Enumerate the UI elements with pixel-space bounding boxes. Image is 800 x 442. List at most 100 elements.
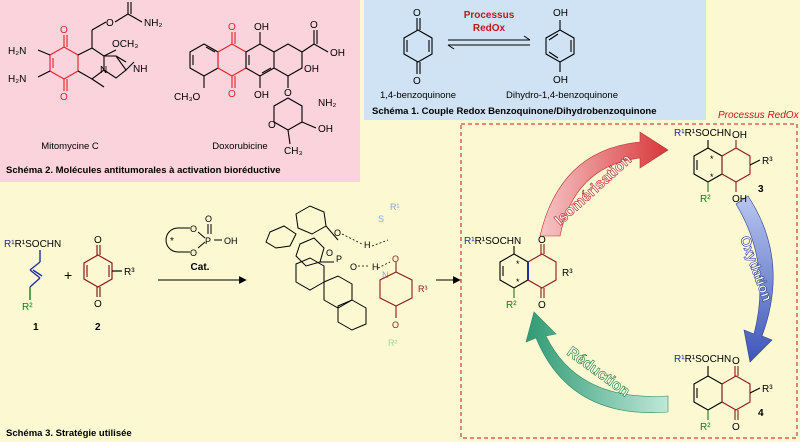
ts-o3: O	[350, 262, 357, 272]
schema3-caption: Schéma 3. Stratégie utilisée	[6, 428, 132, 439]
dox-ch3: CH₃	[284, 146, 303, 157]
hq-bottom-oh: OH	[553, 75, 568, 86]
cycle-bottom-label: R¹R¹SOCHN	[674, 354, 731, 365]
reagent2-r3: R³	[124, 267, 135, 278]
cycle-top-label: R¹R¹SOCHN	[674, 128, 731, 139]
hq-top-oh: OH	[553, 8, 568, 19]
catalyst-o1: O	[190, 224, 197, 234]
dox-oh-4: OH	[330, 48, 345, 59]
cycle-top-structure	[693, 140, 761, 192]
mitomycin-name: Mitomycine C	[41, 141, 99, 152]
dox-name: Doxorubicine	[212, 141, 267, 152]
cycle-bottom-number: 4	[758, 408, 764, 419]
catalyst-label: Cat.	[191, 262, 210, 273]
dox-o-ring: O	[268, 120, 276, 131]
cycle-bottom-structure	[693, 366, 761, 420]
mitomycin-n: N	[100, 65, 107, 76]
cycle-bottom-o-bottom: O	[732, 422, 740, 433]
cycle-left-star-2: *	[516, 277, 520, 287]
ts-r1: R¹	[390, 202, 400, 212]
cycle-top-number: 3	[758, 184, 764, 195]
reagent1-r2: R²	[22, 302, 33, 313]
dox-oh-2: OH	[254, 90, 269, 101]
dox-nh2: NH₂	[318, 98, 336, 109]
cycle-left-star-1: *	[516, 259, 520, 269]
mitomycin-och3: OCH₃	[112, 39, 138, 50]
ts-s: S	[378, 214, 384, 224]
cycle-title: Processus RedOx	[718, 110, 800, 121]
cycle-top-oh-2: OH	[732, 194, 747, 205]
dox-o-ketone: O	[310, 20, 318, 31]
catalyst-oh: OH	[224, 236, 238, 246]
ts-n: N	[382, 270, 389, 280]
ts-o4: O	[392, 254, 399, 264]
dox-ch3o: CH₃O	[174, 92, 201, 103]
mitomycin-o-top: O	[60, 25, 68, 36]
cycle-left-label: R¹R¹SOCHN	[464, 236, 521, 247]
schema1-benzoquinone	[403, 18, 433, 74]
mitomycin-nh: NH	[133, 64, 147, 75]
schema1-left-name: 1,4-benzoquinone	[380, 90, 456, 101]
bq-bottom-o: O	[413, 76, 421, 87]
cycle-top-oh-1: OH	[732, 130, 747, 141]
ts-h1: H	[364, 240, 371, 250]
reagent1-label: R¹R¹SOCHN	[4, 239, 61, 250]
schema1-process-label-1: Processus	[464, 10, 515, 21]
reagent2-structure	[83, 245, 122, 297]
schema1-caption: Schéma 1. Couple Redox Benzoquinone/Dihy…	[372, 106, 657, 117]
mitomycin-h2n-bottom: H₂N	[8, 74, 26, 85]
mitomycin-ether-o: O	[106, 18, 114, 29]
cycle-top-star-1: *	[710, 154, 714, 164]
mitomycin-h2n-top: H₂N	[8, 46, 26, 57]
ts-o5: O	[392, 320, 399, 330]
dox-oh-1: OH	[254, 22, 269, 33]
mitomycin-amide-nh2: NH₂	[144, 18, 162, 29]
cycle-bottom-r3: R³	[762, 384, 773, 395]
doxorubicin-structure	[189, 30, 329, 145]
cycle-left-r2: R²	[506, 300, 517, 311]
ts-quinone	[379, 262, 413, 318]
bq-top-o: O	[413, 8, 421, 19]
catalyst-star: *	[170, 236, 174, 247]
ts-h2: H	[372, 262, 379, 272]
catalyst-p: P	[205, 236, 211, 246]
dox-o-glyco: O	[284, 88, 292, 99]
ts-o1: O	[334, 228, 341, 238]
ts-o2: O	[326, 248, 333, 258]
mitomycin-o-bottom: O	[60, 92, 68, 103]
isomerisation-arrow	[539, 131, 669, 237]
dox-o-top: O	[228, 22, 236, 33]
reagent2-o-bottom: O	[94, 299, 102, 310]
cycle-left-structure	[499, 244, 557, 298]
catalyst-o3: O	[205, 214, 212, 224]
ts-r2: R²	[388, 338, 398, 348]
oxydation-arrow	[735, 195, 774, 363]
cycle-left-r3: R³	[562, 268, 573, 279]
reagent1-structure	[29, 250, 43, 300]
redox-cycle-box	[460, 123, 798, 439]
schema2-panel	[0, 0, 360, 182]
cycle-bottom-o-top: O	[732, 356, 740, 367]
cycle-left-o-top: O	[538, 235, 546, 246]
cycle-top-r3: R³	[762, 156, 773, 167]
cycle-top-star-2: *	[710, 172, 714, 182]
dox-oh-3: OH	[304, 64, 319, 75]
schema1-process-label-2: RedOx	[473, 23, 506, 34]
schema1-equilibrium-arrow	[447, 35, 531, 50]
ts-dashed-bonds	[341, 233, 391, 269]
reagent1-number: 1	[33, 322, 39, 333]
transition-state-structure	[265, 205, 367, 331]
cycle-top-r2: R²	[700, 194, 711, 205]
mitomycin-structure	[37, 2, 143, 91]
catalyst-o2: O	[190, 248, 197, 258]
schema1-right-name: Dihydro-1,4-benzoquinone	[506, 90, 618, 101]
schema1-hydroquinone	[545, 20, 575, 72]
reduction-arrow	[525, 311, 669, 413]
dox-o-bottom: O	[228, 89, 236, 100]
ts-r3: R³	[418, 284, 428, 294]
cycle-left-o-bottom: O	[538, 300, 546, 311]
reagent2-o-top: O	[94, 235, 102, 246]
cycle-bottom-r2: R²	[700, 422, 711, 433]
reagent2-number: 2	[95, 322, 101, 333]
